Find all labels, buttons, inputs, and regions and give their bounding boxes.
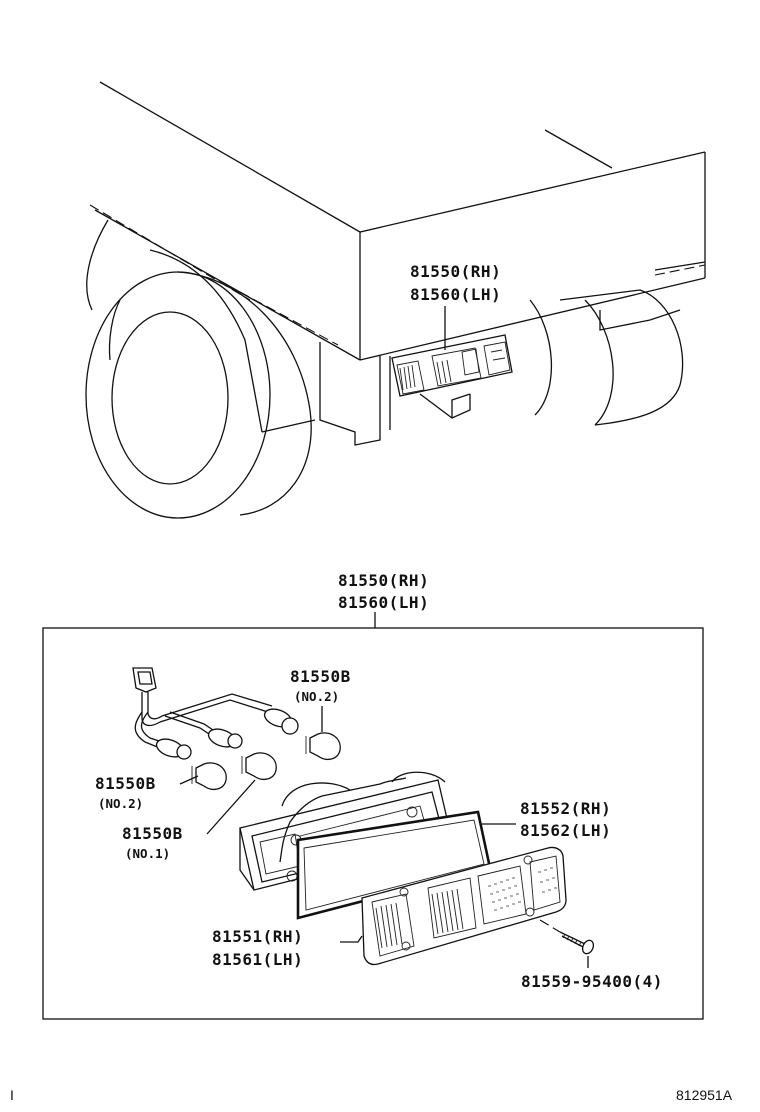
diagram-code: 812951A [676,1087,733,1103]
label-lens-rh: 81551(RH) [212,927,303,946]
note-bulb-no1: (NO.1) [125,846,170,861]
bulb-no2-lower [191,762,227,791]
rear-lamp-mounted [391,334,513,419]
assembly-frame [42,627,704,1020]
assembly-callout-rh: 81550(RH) [338,571,429,590]
note-bulb-no2-upper: (NO.2) [294,689,339,704]
vehicle-illustration [85,81,706,519]
wiring-harness [132,667,299,760]
label-gasket-lh: 81562(LH) [520,821,611,840]
label-screw: 81559-95400(4) [521,972,663,991]
label-bulb-no2-lower: 81550B [95,774,156,793]
label-gasket-rh: 81552(RH) [520,799,611,818]
assembly-callout-lh: 81560(LH) [338,593,429,612]
screw [539,919,595,955]
note-bulb-no2-lower: (NO.2) [98,796,143,811]
label-lens-lh: 81561(LH) [212,950,303,969]
footer-left-mark: I [10,1087,14,1103]
bulb-no2-upper [305,732,341,761]
vehicle-callout-lh: 81560(LH) [410,285,501,304]
bulb-no1 [241,752,277,781]
lens [361,846,567,966]
label-bulb-no2-upper: 81550B [290,667,351,686]
label-bulb-no1: 81550B [122,824,183,843]
vehicle-callout-rh: 81550(RH) [410,262,501,281]
